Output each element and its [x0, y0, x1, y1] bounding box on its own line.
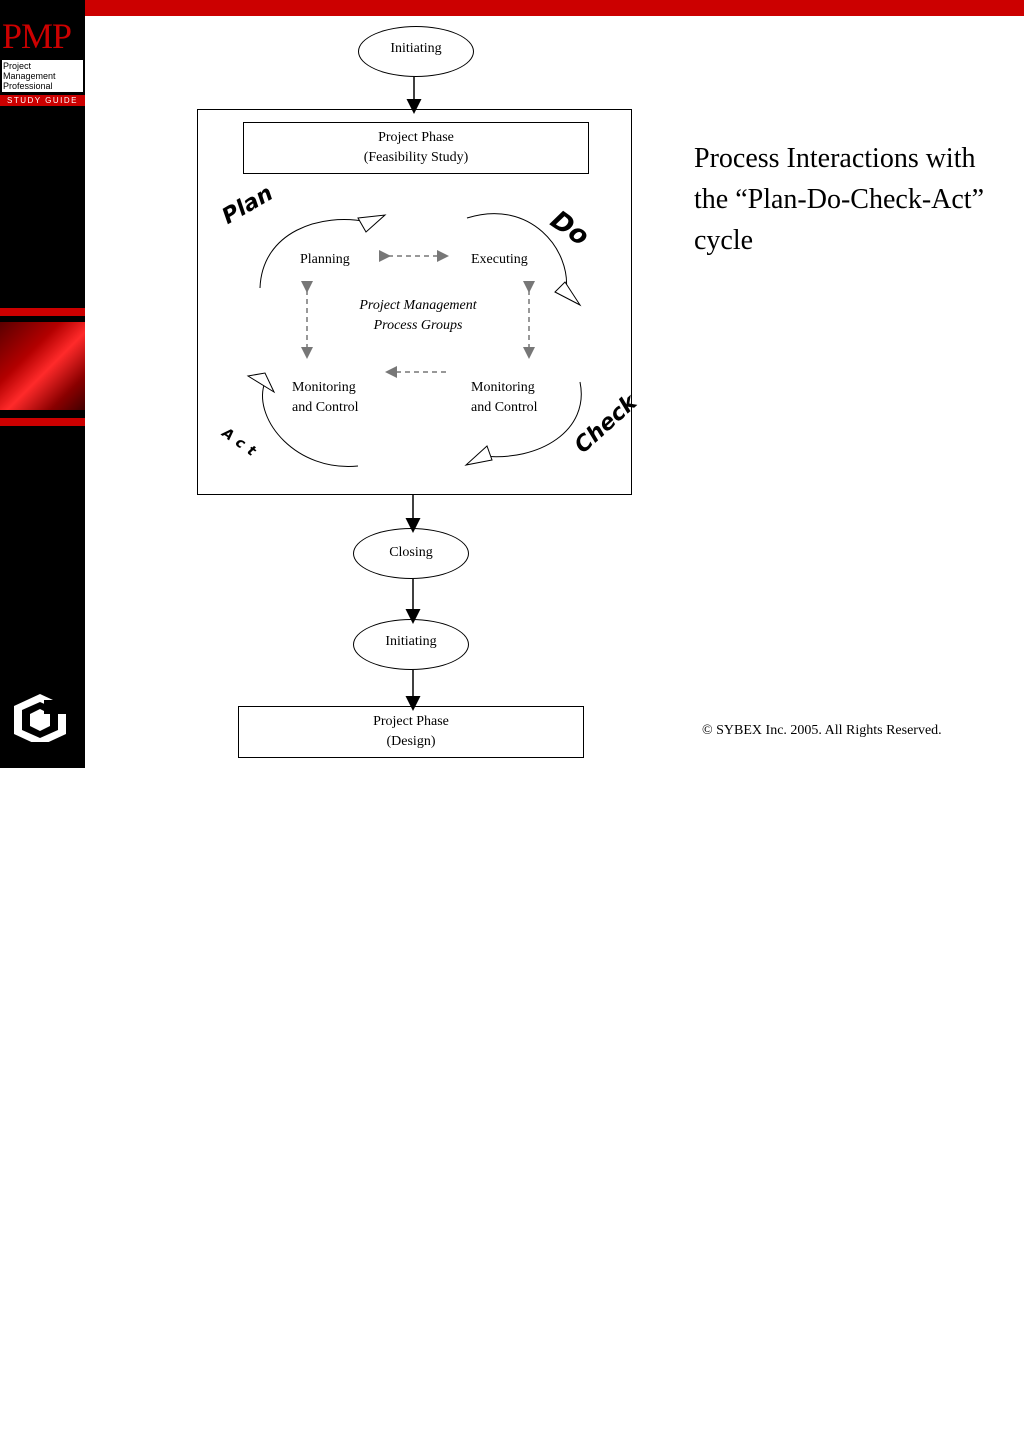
process-groups-caption: Project Management Process Groups — [318, 296, 518, 336]
monitoring-left-line: Monitoring — [292, 380, 356, 395]
monitoring-right-line: Monitoring — [471, 380, 535, 395]
initiating-bottom-label: Initiating — [385, 634, 437, 649]
pmp-logo: PMP Project Management Professional STUD… — [0, 0, 85, 106]
planning-label: Planning — [300, 252, 350, 267]
initiating-node-bottom: Initiating — [353, 619, 469, 670]
check-arrowhead — [464, 445, 493, 466]
phase-top-subtitle: (Feasibility Study) — [363, 150, 469, 165]
copyright-notice: © SYBEX Inc. 2005. All Rights Reserved. — [702, 723, 942, 738]
check-curve-arrow — [481, 381, 582, 458]
phase-top-title: Project Phase — [378, 130, 454, 145]
sybex-wordmark: SYBEX — [10, 1424, 57, 1439]
plan-arrowhead — [357, 214, 387, 233]
pmp-logo-subtitle-line: Management — [3, 71, 56, 81]
sybex-cube-icon — [14, 694, 66, 742]
pmp-logo-subtitle: Project Management Professional — [2, 60, 83, 92]
closing-label: Closing — [389, 545, 433, 560]
top-accent-bar — [85, 0, 1024, 16]
phase-bottom-title: Project Phase — [373, 714, 449, 729]
process-groups-line: Process Groups — [373, 318, 463, 333]
pdca-cycle-arrows — [246, 213, 582, 467]
pmp-logo-study-guide: STUDY GUIDE — [0, 95, 85, 106]
sidebar-red-stripe — [0, 308, 85, 316]
act-arrowhead — [246, 372, 276, 394]
pmp-logo-title: PMP — [2, 16, 72, 56]
initiating-node-top: Initiating — [358, 26, 474, 77]
act-curve-arrow — [262, 384, 359, 467]
monitoring-control-right-label: Monitoring and Control — [471, 378, 538, 418]
sidebar-red-stripe — [0, 418, 85, 426]
pmp-logo-subtitle-line: Project — [3, 61, 32, 71]
executing-label: Executing — [471, 252, 528, 267]
initiating-top-label: Initiating — [390, 41, 442, 56]
project-phase-feasibility-box: Project Phase (Feasibility Study) — [243, 122, 589, 174]
plan-curve-arrow — [259, 219, 369, 289]
dashed-interaction-arrows — [301, 250, 535, 378]
monitoring-left-line: and Control — [292, 400, 359, 415]
slide-headline: Process Interactions with the “Plan-Do-C… — [694, 143, 984, 256]
do-arrowhead — [554, 281, 582, 307]
process-groups-line: Project Management — [359, 298, 477, 313]
pmp-logo-subtitle-line: Professional — [3, 81, 53, 91]
monitoring-control-left-label: Monitoring and Control — [292, 378, 359, 418]
diagram-connectors — [246, 77, 582, 711]
sidebar-decorative-panel — [0, 322, 85, 410]
do-curve-arrow — [466, 213, 568, 293]
phase-bottom-subtitle: (Design) — [386, 734, 436, 749]
monitoring-right-line: and Control — [471, 400, 538, 415]
